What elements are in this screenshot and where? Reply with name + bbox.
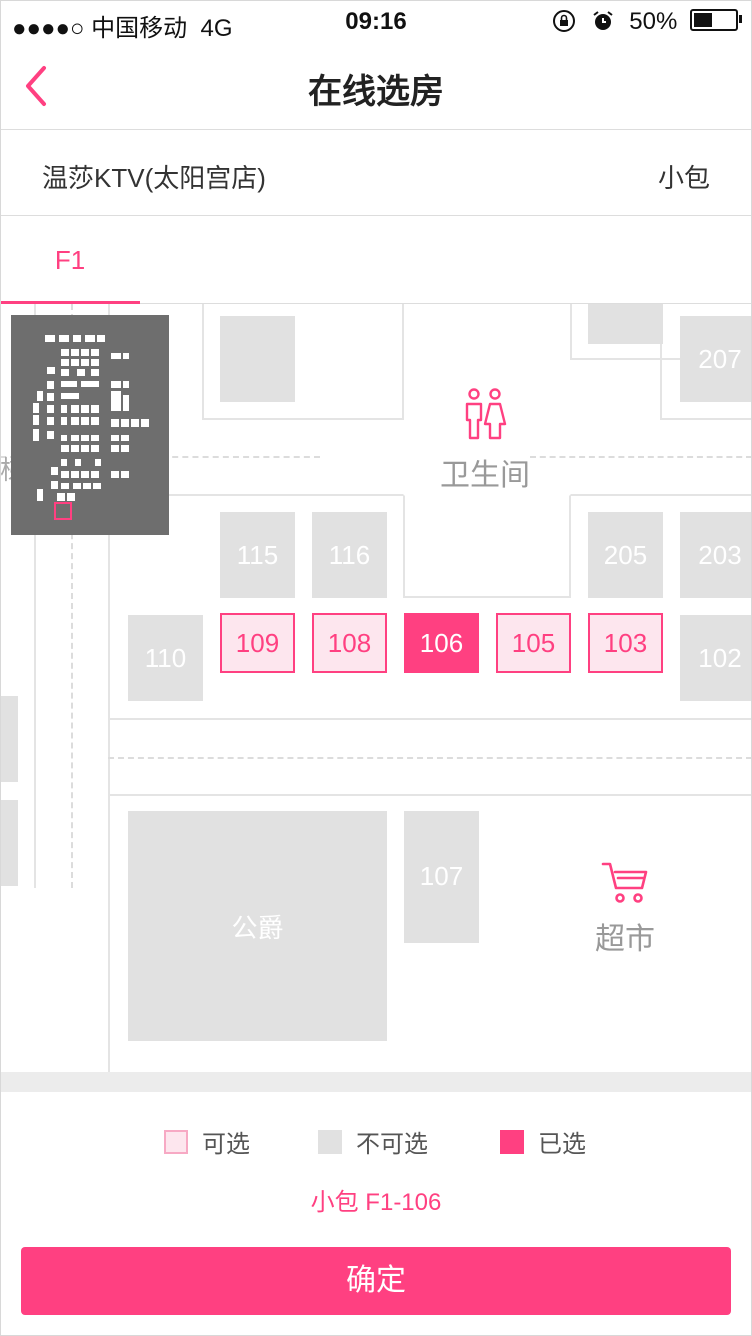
room-207: 207: [680, 316, 752, 402]
room-type[interactable]: 小包: [657, 163, 710, 193]
legend-available-label: 可选: [202, 1131, 250, 1158]
minimap-rooms: [33, 335, 149, 520]
corridor-line: [108, 757, 752, 759]
room-107: 107: [404, 811, 479, 943]
floor-map[interactable]: 梯 206 207 卫生间 115 116 205 203 110 109 10…: [0, 304, 752, 1072]
shopping-cart-icon: [601, 862, 648, 903]
unavailable-swatch: [318, 1129, 342, 1154]
legend-selected: 已选: [500, 1124, 586, 1159]
room-116: 116: [312, 512, 387, 598]
floor-tabs: F1: [0, 216, 752, 304]
tab-floor-f1[interactable]: F1: [0, 216, 140, 304]
room-unlabeled: [220, 316, 295, 402]
room-110: 110: [128, 615, 203, 701]
page-title: 在线选房: [308, 73, 444, 111]
legend-unavailable: 不可选: [318, 1124, 428, 1159]
clock: 09:16: [345, 8, 407, 35]
confirm-button[interactable]: 确定: [21, 1247, 731, 1315]
corridor-line: [71, 304, 73, 888]
room-block: [0, 696, 18, 782]
market-label: 超市: [595, 923, 655, 956]
room-108[interactable]: 108: [312, 613, 387, 673]
room-block: [0, 800, 18, 886]
room-106[interactable]: 106: [404, 613, 479, 673]
zone-outline: [403, 494, 571, 598]
network-label: 4G: [200, 15, 233, 42]
battery-icon: [690, 9, 742, 31]
minimap[interactable]: [11, 315, 169, 535]
corridor-line: [530, 456, 752, 458]
legend: 可选 不可选 已选: [0, 1124, 752, 1159]
available-swatch: [164, 1129, 188, 1154]
room-105[interactable]: 105: [496, 613, 571, 673]
legend-available: 可选: [164, 1124, 250, 1159]
back-chevron-icon[interactable]: [18, 62, 58, 110]
room-203: 203: [680, 512, 752, 598]
selection-summary: 小包 F1-106: [310, 1189, 442, 1216]
zone-outline: [202, 304, 404, 420]
restroom-label: 卫生间: [440, 459, 530, 492]
venue-row: 温莎KTV(太阳宫店) 小包: [0, 130, 752, 216]
legend-unavailable-label: 不可选: [356, 1131, 428, 1158]
status-bar: ●●●●○ 中国移动 4G 09:16 50%: [0, 0, 752, 44]
venue-name: 温莎KTV(太阳宫店): [42, 163, 266, 193]
room-gongjue: 公爵: [128, 811, 387, 1041]
alarm-icon: [593, 11, 613, 30]
rotation-lock-icon: [552, 10, 575, 32]
room-205: 205: [588, 512, 663, 598]
zone-outline: [34, 304, 110, 888]
battery-percent: 50%: [629, 8, 678, 35]
selected-swatch: [500, 1129, 524, 1154]
restroom-poi: 卫生间: [420, 386, 550, 494]
section-separator: [0, 1072, 752, 1092]
room-103[interactable]: 103: [588, 613, 663, 673]
carrier-label: ●●●●○ 中国移动: [12, 15, 188, 42]
room-206: 206: [588, 304, 663, 344]
market-poi: 超市: [570, 860, 680, 958]
minimap-viewport: [54, 502, 72, 520]
room-115: 115: [220, 512, 295, 598]
restroom-icon: [465, 388, 507, 440]
room-109[interactable]: 109: [220, 613, 295, 673]
room-102: 102: [680, 615, 752, 701]
nav-bar: 在线选房: [0, 44, 752, 130]
zone-outline: [660, 304, 752, 420]
zone-outline: [108, 794, 752, 1072]
legend-selected-label: 已选: [538, 1131, 586, 1158]
